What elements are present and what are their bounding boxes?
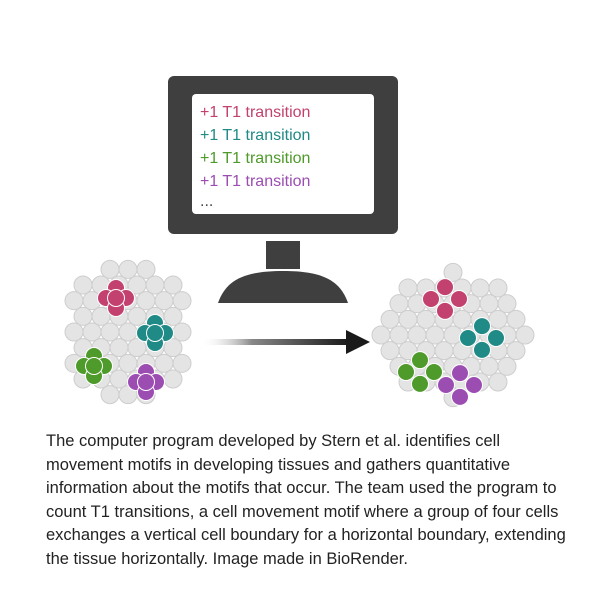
purple-cell (465, 376, 483, 394)
background-cell (163, 306, 183, 326)
background-cell (154, 353, 174, 373)
background-cell (380, 309, 400, 329)
background-cell (172, 291, 192, 311)
tissue-before-transition (64, 259, 192, 405)
background-cell (136, 259, 156, 279)
background-cell (434, 341, 454, 361)
background-cell (371, 325, 391, 345)
purple-cell (137, 373, 155, 391)
background-cell (154, 291, 174, 311)
background-cell (73, 306, 93, 326)
background-cell (136, 291, 156, 311)
green-cell (411, 374, 429, 393)
monitor-stand (218, 271, 348, 303)
background-cell (506, 309, 526, 329)
background-cell (488, 372, 508, 392)
teal-cell (473, 340, 491, 359)
background-cell (64, 322, 84, 342)
background-cell (127, 306, 147, 326)
background-cell (443, 262, 463, 282)
background-cell (73, 275, 93, 295)
pink-cell (450, 290, 468, 308)
background-cell (118, 322, 138, 342)
background-cell (506, 341, 526, 361)
background-cell (145, 275, 165, 295)
background-cell (398, 278, 418, 298)
background-cell (100, 322, 120, 342)
background-cell (118, 259, 138, 279)
pink-cell (422, 290, 440, 308)
figure-caption: The computer program developed by Stern … (46, 432, 566, 568)
background-cell (389, 325, 409, 345)
computer-monitor-icon (168, 76, 398, 303)
background-cell (118, 353, 138, 373)
background-cell (407, 325, 427, 345)
green-cell (85, 357, 103, 375)
background-cell (380, 341, 400, 361)
background-cell (398, 309, 418, 329)
background-cell (163, 338, 183, 358)
monitor-line-ellipsis: ... (200, 193, 213, 210)
background-cell (497, 356, 517, 376)
background-cell (470, 278, 490, 298)
monitor-line-1: +1 T1 transition (200, 104, 310, 121)
background-cell (488, 278, 508, 298)
background-cell (163, 369, 183, 389)
green-cell (411, 351, 429, 370)
right-arrow-icon (200, 330, 370, 354)
background-cell (82, 322, 102, 342)
purple-cell (451, 364, 469, 383)
teal-cell (146, 324, 164, 342)
teal-cell (487, 329, 505, 347)
pink-cell (436, 278, 454, 297)
green-cell (397, 363, 415, 381)
background-cell (100, 259, 120, 279)
background-cell (64, 291, 84, 311)
background-cell (109, 338, 129, 358)
background-cell (497, 294, 517, 314)
green-cell (425, 363, 443, 381)
purple-cell (437, 376, 455, 394)
background-cell (488, 309, 508, 329)
background-cell (163, 275, 183, 295)
t1-transition-diagram: +1 T1 transition +1 T1 transition +1 T1 … (64, 76, 535, 408)
background-cell (389, 294, 409, 314)
background-cell (172, 353, 192, 373)
background-cell (515, 325, 535, 345)
background-cell (425, 325, 445, 345)
background-cell (416, 309, 436, 329)
background-cell (452, 309, 472, 329)
background-cell (443, 325, 463, 345)
background-cell (172, 322, 192, 342)
background-cell (479, 356, 499, 376)
background-cell (479, 294, 499, 314)
background-cell (109, 369, 129, 389)
monitor-neck (266, 241, 300, 269)
monitor-line-3: +1 T1 transition (200, 150, 310, 167)
monitor-line-4: +1 T1 transition (200, 173, 310, 190)
purple-cell (451, 387, 469, 406)
monitor-screen (192, 94, 374, 214)
pink-cell (436, 301, 454, 320)
pink-cell (107, 289, 125, 307)
teal-cell (473, 317, 491, 336)
tissue-after-transition (371, 262, 535, 408)
background-cell (100, 385, 120, 405)
monitor-line-2: +1 T1 transition (200, 127, 310, 144)
teal-cell (459, 329, 477, 347)
